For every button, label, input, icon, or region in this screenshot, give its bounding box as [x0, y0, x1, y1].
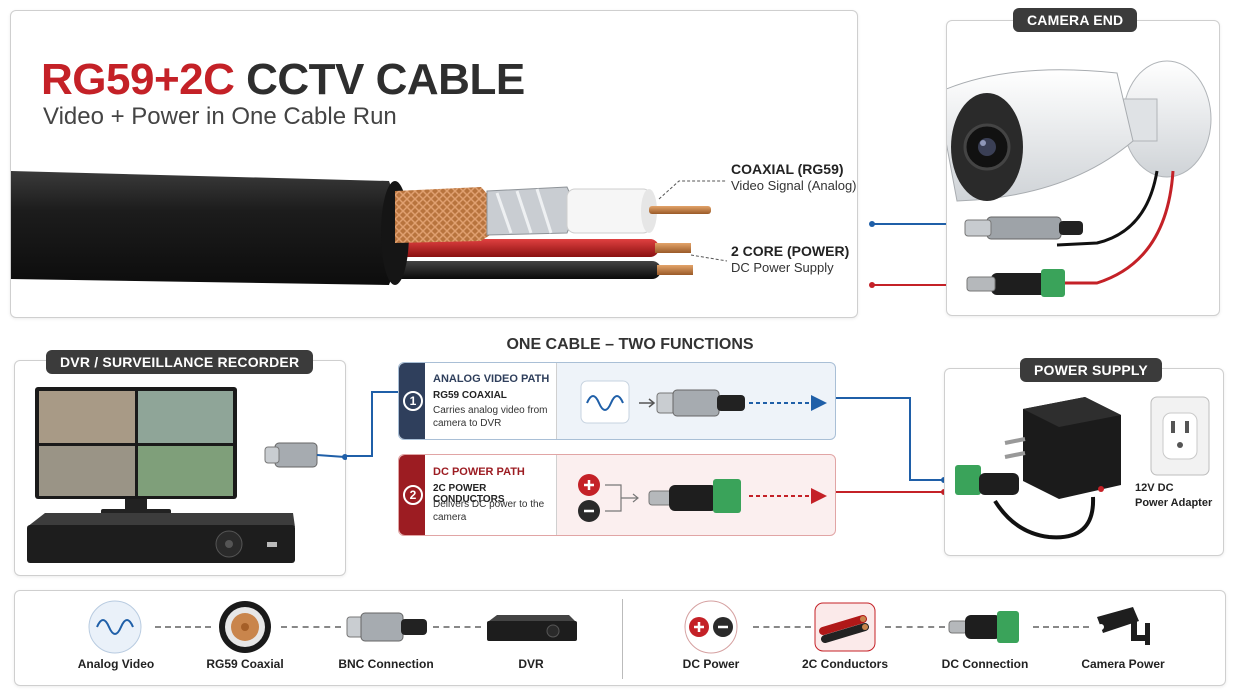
analog-video-icon	[88, 600, 142, 654]
flow-label-rg59-coaxial: RG59 Coaxial	[206, 657, 284, 671]
dvr-label: DVR / SURVEILLANCE RECORDER	[46, 350, 314, 374]
red-power-wire	[391, 239, 659, 257]
video-to-power-line	[836, 397, 944, 481]
power-supply-panel: 12V DC Power Adapter	[944, 368, 1224, 556]
rg59-coaxial-icon	[219, 601, 271, 653]
cable-illustration	[11, 171, 728, 285]
video-path-sub: RG59 COAXIAL	[433, 390, 507, 401]
power-path-desc: Delivers DC power to the camera	[433, 499, 545, 523]
title-dark: CCTV CABLE	[246, 55, 525, 104]
flow-divider	[622, 599, 623, 679]
camera-illustration	[947, 60, 1212, 297]
camera-end-panel	[946, 20, 1220, 316]
power-adapter-illustration	[955, 396, 1210, 540]
power-path-sub: 2C POWER CONDUCTORS	[433, 483, 505, 505]
dvr-icon	[487, 615, 577, 641]
adapter-line2: Power Adapter	[1135, 497, 1213, 509]
title-red: RG59+2C	[41, 55, 235, 104]
analog-video-path-box: 1 ANALOG VIDEO PATH RG59 COAXIAL Carries…	[398, 362, 836, 440]
flow-label-camera-power: Camera Power	[1081, 657, 1165, 671]
center-title: ONE CABLE – TWO FUNCTIONS	[506, 336, 754, 353]
dc-connection-icon	[948, 611, 1019, 643]
dvr-panel	[14, 360, 347, 576]
video-path-flow	[580, 380, 827, 424]
power-supply-label: POWER SUPPLY	[1020, 358, 1162, 382]
signal-flow-legend: Analog Video RG59 Coaxial BNC Connection…	[14, 590, 1226, 686]
video-path-number: 1	[403, 391, 423, 411]
coax-callout-sub: Video Signal (Analog)	[731, 178, 857, 193]
adapter-line1: 12V DC	[1135, 482, 1174, 494]
flow-label-dc-power: DC Power	[682, 657, 740, 671]
power-path-header: 2 DC POWER PATH 2C POWER CONDUCTORS Deli…	[399, 455, 557, 535]
dvr-illustration	[27, 387, 347, 563]
flow-label-dvr: DVR	[518, 657, 544, 671]
center-conductor	[649, 206, 711, 214]
power-callout-title: 2 CORE (POWER)	[731, 243, 850, 259]
dielectric	[566, 188, 652, 234]
2c-conductors-icon	[814, 602, 876, 652]
power-path-title: DC POWER PATH	[433, 466, 525, 478]
dvr-to-video-line	[344, 391, 398, 457]
black-power-wire	[391, 261, 661, 279]
page-title: RG59+2C CCTV CABLE	[41, 55, 525, 105]
flow-label-dc-connection: DC Connection	[941, 657, 1029, 671]
flow-label-bnc-connection: BNC Connection	[338, 657, 434, 671]
coax-callout-title: COAXIAL (RG59)	[731, 161, 844, 177]
dc-power-icon	[684, 600, 738, 654]
cable-jacket	[11, 171, 399, 285]
cable-hero-panel: RG59+2C CCTV CABLE Video + Power in One …	[10, 10, 858, 318]
power-path-flow	[578, 474, 827, 522]
page-subtitle: Video + Power in One Cable Run	[43, 103, 397, 130]
braid-shield	[395, 187, 499, 243]
video-path-desc: Carries analog video from camera to DVR	[433, 405, 548, 429]
flow-label-2c-conductors: 2C Conductors	[801, 657, 888, 671]
camera-power-icon	[1097, 607, 1150, 645]
power-path-number: 2	[403, 485, 423, 505]
foil-shield	[486, 186, 578, 236]
dc-power-path-box: 2 DC POWER PATH 2C POWER CONDUCTORS Deli…	[398, 454, 836, 536]
video-path-header: 1 ANALOG VIDEO PATH RG59 COAXIAL Carries…	[399, 363, 557, 439]
power-callout-sub: DC Power Supply	[731, 260, 834, 275]
bnc-connection-icon	[346, 612, 427, 642]
flow-label-analog-video: Analog Video	[77, 657, 155, 671]
camera-end-label: CAMERA END	[1013, 8, 1138, 32]
video-path-title: ANALOG VIDEO PATH	[433, 373, 550, 385]
